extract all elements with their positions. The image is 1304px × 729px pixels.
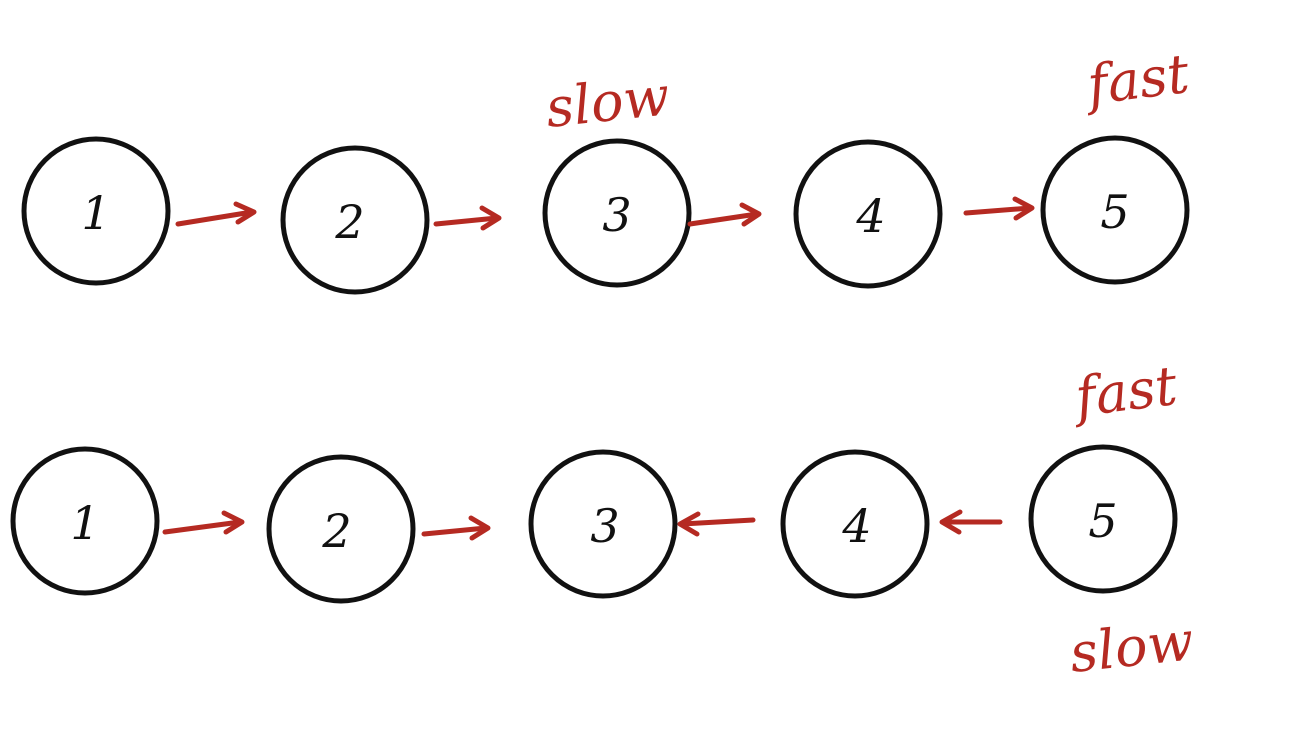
node-circle <box>793 139 943 289</box>
list-node-5: 5 <box>1028 444 1178 594</box>
list-node-3: 3 <box>528 449 678 599</box>
node-label: 2 <box>334 195 364 249</box>
node-circle <box>21 136 171 286</box>
list-node-1: 1 <box>21 136 171 286</box>
list-node-3: 3 <box>542 138 692 288</box>
arrow-5-to-4 <box>939 509 1003 535</box>
list-node-2: 2 <box>266 454 416 604</box>
node-circle <box>280 145 430 295</box>
arrow-2-to-3 <box>433 205 502 231</box>
node-circle <box>542 138 692 288</box>
arrow-4-to-5 <box>963 196 1035 221</box>
row-forward-list: 1 2 3 4 5 <box>21 42 1193 295</box>
arrow-4-to-3 <box>677 511 756 537</box>
node-label: 5 <box>1100 185 1129 239</box>
node-circle <box>10 446 160 596</box>
slow-pointer-label: slow <box>543 64 673 140</box>
list-node-4: 4 <box>793 139 943 289</box>
fast-pointer-label: fast <box>1068 354 1181 429</box>
arrow-1-to-2 <box>175 201 257 227</box>
node-label: 4 <box>841 499 871 553</box>
list-node-1: 1 <box>10 446 160 596</box>
node-label: 2 <box>321 504 351 558</box>
node-label: 1 <box>70 496 99 550</box>
slow-pointer-label: slow <box>1067 609 1197 685</box>
node-circle <box>1040 135 1190 285</box>
fast-pointer-label: fast <box>1080 42 1193 117</box>
node-label: 4 <box>855 189 885 243</box>
node-circle <box>266 454 416 604</box>
list-node-4: 4 <box>780 449 930 599</box>
node-circle <box>528 449 678 599</box>
node-label: 3 <box>602 188 631 242</box>
row-reversed-list: 1 2 3 4 5 <box>10 354 1197 685</box>
list-node-2: 2 <box>280 145 430 295</box>
arrow-1-to-2 <box>162 510 245 535</box>
node-circle <box>1028 444 1178 594</box>
list-node-5: 5 <box>1040 135 1190 285</box>
node-label: 1 <box>81 186 110 240</box>
node-label: 5 <box>1088 494 1117 548</box>
node-label: 3 <box>590 499 619 553</box>
arrow-3-to-4 <box>687 202 762 227</box>
arrow-2-to-3 <box>421 515 491 541</box>
node-circle <box>780 449 930 599</box>
